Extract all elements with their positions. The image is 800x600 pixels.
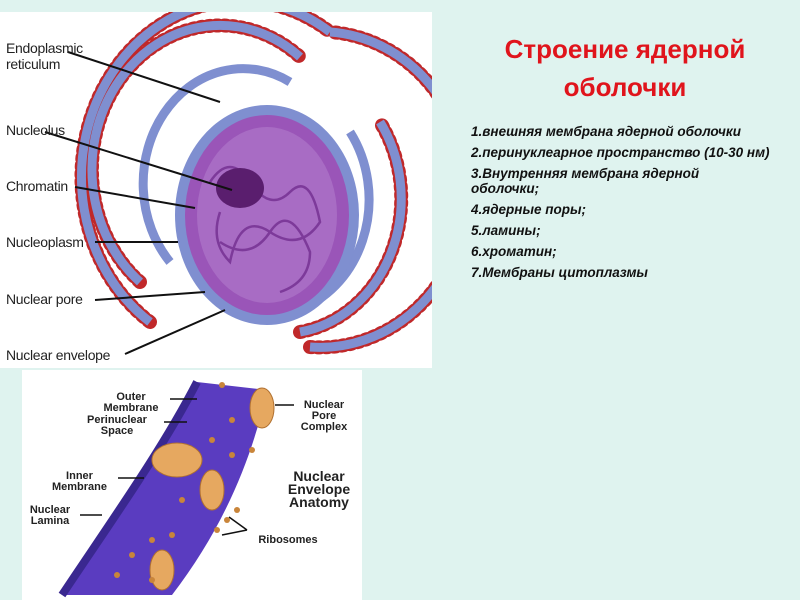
label-nuclear-lamina: Nuclear Lamina [29, 504, 71, 527]
list-item: 6.хроматин; [471, 244, 557, 259]
list-item: 3.Внутренняя мембрана ядерной оболочки; [471, 166, 700, 196]
label-perinuclear-space: Perinuclear Space [87, 414, 147, 437]
structure-list: 1.внешняя мембрана ядерной оболочки 2.пе… [471, 124, 800, 286]
slide-title: Строение ядерной оболочки [504, 34, 746, 102]
list-item: 5.ламины; [471, 223, 541, 238]
diagram-title: Nuclear Envelope Anatomy [287, 468, 351, 510]
label-nuclear-pore-complex: Nuclear Pore Complex [300, 399, 348, 433]
label-nucleoplasm: Nucleoplasm [6, 234, 84, 250]
list-item: 2.перинуклеарное пространство (10-30 нм) [471, 145, 770, 160]
nuclear-envelope-diagram: Outer Membrane Perinuclear Space Inner M… [22, 370, 362, 600]
label-outer-membrane: Outer Membrane [103, 391, 159, 414]
label-inner-membrane: Inner Membrane [51, 470, 108, 493]
list-item: 1.внешняя мембрана ядерной оболочки [471, 124, 741, 139]
label-endoplasmic-reticulum: Endoplasmic reticulum [6, 40, 83, 72]
cell-nucleus-illustration [44, 12, 432, 355]
list-item: 4.ядерные поры; [471, 202, 587, 217]
label-nuclear-pore: Nuclear pore [6, 291, 83, 307]
label-nuclear-envelope: Nuclear envelope [6, 347, 111, 363]
envelope-illustration [58, 380, 294, 598]
label-ribosomes: Ribosomes [258, 534, 318, 546]
label-nucleolus: Nucleolus [6, 122, 65, 138]
list-item: 7.Мембраны цитоплазмы [471, 265, 648, 280]
cell-nucleus-diagram: Endoplasmic reticulum Nucleolus Chromati… [0, 12, 432, 368]
label-chromatin: Chromatin [6, 178, 68, 194]
